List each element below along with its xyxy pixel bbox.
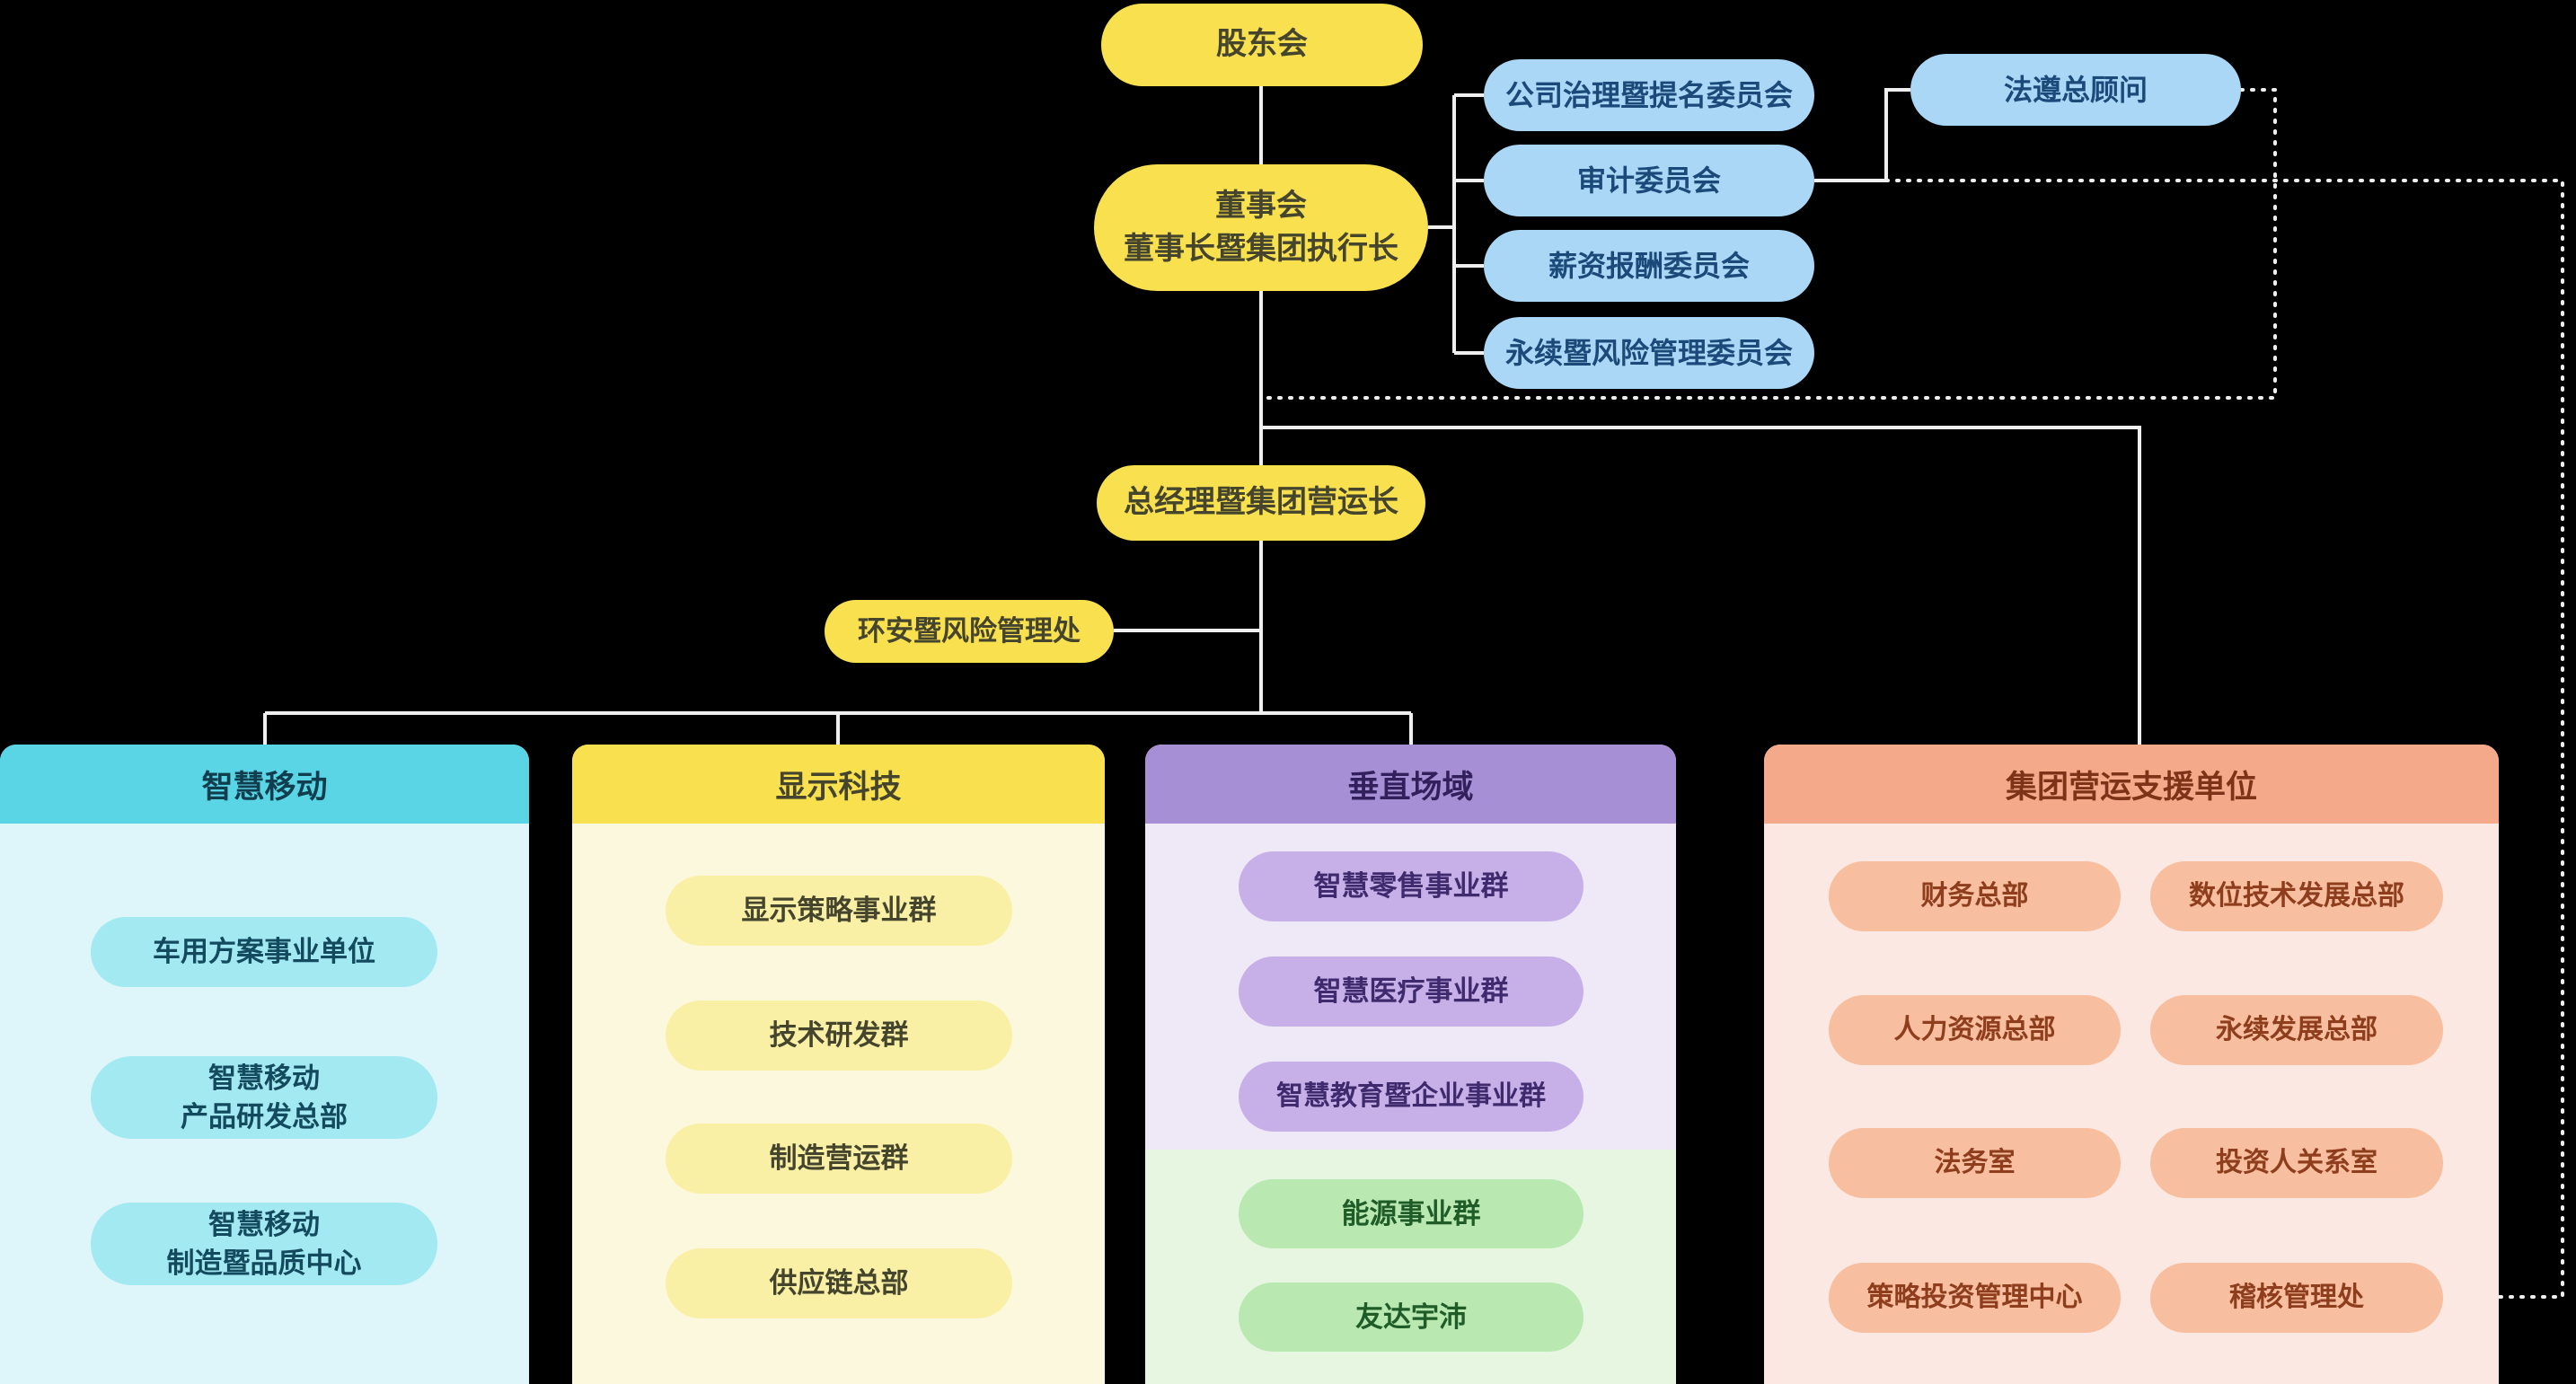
org-unit: 智慧教育暨企业事业群	[1239, 1062, 1584, 1132]
panel-title: 集团营运支援单位	[1764, 745, 2499, 824]
org-unit: 财务总部	[1829, 861, 2121, 931]
org-unit: 人力资源总部	[1829, 995, 2121, 1065]
committee-audit: 审计委员会	[1484, 145, 1814, 216]
org-unit: 智慧移动 产品研发总部	[91, 1056, 437, 1139]
committee-compensation: 薪资报酬委员会	[1484, 230, 1814, 302]
org-unit: 技术研发群	[666, 1001, 1012, 1071]
node-ehs-risk-office: 环安暨风险管理处	[825, 600, 1114, 663]
panel-display-technology: 显示科技 显示策略事业群 技术研发群 制造营运群 供应链总部	[572, 745, 1105, 1384]
org-unit: 智慧零售事业群	[1239, 851, 1584, 921]
dotted-connectors	[1259, 88, 2564, 1299]
org-unit: 智慧移动 制造暨品质中心	[91, 1203, 437, 1285]
org-unit: 稽核管理处	[2150, 1263, 2443, 1333]
org-unit: 能源事业群	[1239, 1179, 1584, 1248]
committee-sustainability-risk: 永续暨风险管理委员会	[1484, 317, 1814, 389]
panel-vertical-domains: 垂直场域 智慧零售事业群 智慧医疗事业群 智慧教育暨企业事业群 能源事业群 友达…	[1145, 745, 1676, 1384]
node-board-chairman-ceo: 董事会 董事长暨集团执行长	[1094, 164, 1428, 291]
node-president-coo: 总经理暨集团营运长	[1097, 465, 1425, 541]
node-shareholders: 股东会	[1101, 4, 1423, 86]
org-unit: 显示策略事业群	[666, 876, 1012, 946]
org-unit: 智慧医疗事业群	[1239, 956, 1584, 1027]
org-unit: 法务室	[1829, 1128, 2121, 1198]
org-unit: 供应链总部	[666, 1248, 1012, 1318]
org-unit: 车用方案事业单位	[91, 917, 437, 987]
panel-title: 垂直场域	[1145, 745, 1676, 824]
org-unit: 数位技术发展总部	[2150, 861, 2443, 931]
panel-title: 显示科技	[572, 745, 1105, 824]
org-unit: 友达宇沛	[1239, 1283, 1584, 1352]
panel-smart-mobility: 智慧移动 车用方案事业单位 智慧移动 产品研发总部 智慧移动 制造暨品质中心	[0, 745, 529, 1384]
committee-governance-nomination: 公司治理暨提名委员会	[1484, 59, 1814, 131]
panel-title: 智慧移动	[0, 745, 529, 824]
org-unit: 策略投资管理中心	[1829, 1263, 2121, 1333]
node-chief-compliance-counsel: 法遵总顾问	[1910, 54, 2241, 126]
org-unit: 永续发展总部	[2150, 995, 2443, 1065]
org-unit: 投资人关系室	[2150, 1128, 2443, 1198]
panel-corporate-support: 集团营运支援单位 财务总部 数位技术发展总部 人力资源总部 永续发展总部 法务室…	[1764, 745, 2499, 1384]
org-unit: 制造营运群	[666, 1124, 1012, 1194]
